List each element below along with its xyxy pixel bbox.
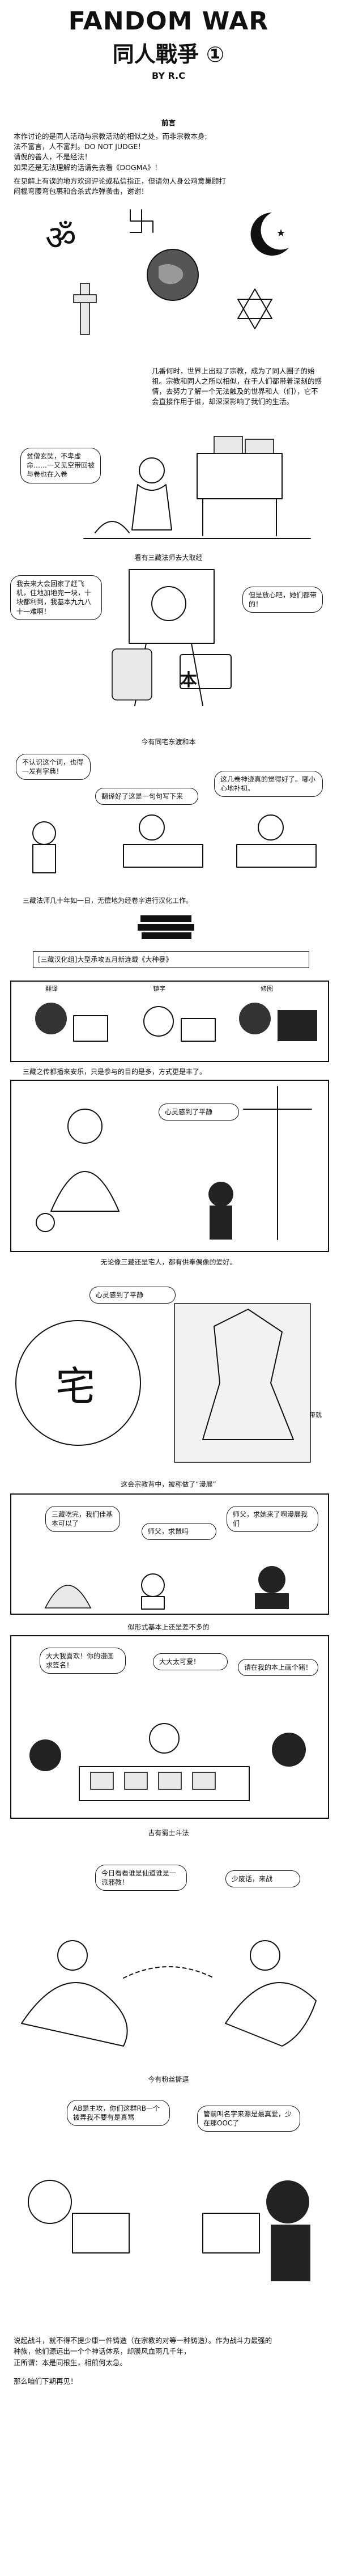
panel-intro: 几番何时，世界上出现了宗教，成为了同人圈子的始祖。宗教和同人之所以相似，在于人们…: [10, 363, 327, 550]
caption: 三藏法师几十年如一日，无偿地为经卷字进行汉化工作。: [23, 897, 193, 905]
swastika-icon: [130, 209, 153, 233]
globe-icon: [147, 249, 199, 301]
scroll-stack: [214, 436, 243, 454]
speech-bubble: 师父，求她来了啊漫展我们: [227, 1506, 318, 1533]
fans-at-computers-illustration: [28, 2180, 310, 2281]
speech-bubble: 我去来大会回家了赶飞机，住地加地完一块，十块都利到，我基本九九八十一难啊！: [10, 575, 102, 620]
speech-bubble: 师父，求鼠吗: [142, 1523, 216, 1540]
ending-text: 说起战斗，就不得不提少康一件铸造（在宗教的对等一种铸造）。作为战斗力最强的 种族…: [14, 2335, 323, 2387]
preface: 前言 本作讨论的是同人活动与宗教活动的相似之处，而非宗教本身; 法不富言，人不富…: [14, 118, 323, 197]
speech-bubble: 请在我的本上画个猪！: [238, 1659, 318, 1677]
caption: 看有三藏法师去大取经: [134, 554, 203, 562]
svg-text:宅: 宅: [56, 1363, 95, 1410]
star-of-david-icon: [237, 288, 272, 329]
speech-bubble: AB是主攻，你们这群RB一个被弄我不要有是真骂: [67, 2100, 170, 2127]
author-credit: BY R.C: [152, 70, 185, 81]
bag-label: 本: [180, 670, 197, 690]
panel-duel: 今日看看谁是仙道谁是一派邪教！ 少废话，来战: [10, 1842, 327, 2057]
caption: 似形式基本上还是差不多的: [127, 1623, 210, 1631]
ending-line: 那么咱们下期再见！: [14, 2377, 78, 2386]
preface-line: 请倪的善人，不是经法！: [14, 152, 92, 162]
speech-bubble: 心灵感到了平静: [89, 1287, 176, 1304]
suitcase-shape: [112, 648, 152, 701]
caption: 今有粉丝撕逼: [148, 2076, 189, 2083]
role-label-typeset: 镇字: [153, 985, 165, 992]
speech-bubble: 心灵感到了平静: [159, 1104, 239, 1121]
om-icon: ॐ: [45, 218, 76, 258]
speech-bubble: 三藏吃完，我们佳基本可以了: [45, 1506, 120, 1533]
speech-bubble: 少废话，来战: [225, 1870, 300, 1888]
comic-title-block: FANDOM WAR 同人戰爭 ① BY R.C: [0, 7, 337, 81]
speech-bubble: 大大太可爱！: [153, 1653, 228, 1671]
panel-carry: 我去来大会回家了赶飞机，住地加地完一块，十块都利到，我基本九九八十一难啊！ 但是…: [10, 564, 327, 728]
cat-shape: [95, 521, 130, 533]
panel-audience: 心灵感到了平静 对于我说，像了就带就会上要你你得到了 宅: [10, 1270, 327, 1468]
workers-illustration: [35, 1003, 317, 1042]
otaku-and-mecha-illustration: 宅: [15, 1303, 311, 1463]
buddha-and-cross-illustration: [36, 1086, 312, 1240]
preface-line: 闷棍弯腰弯包裹和合杀式炸弹袭击，谢谢！: [14, 186, 148, 196]
desk-shape: [197, 453, 283, 499]
speech-bubble: 贫僧玄奘，不卑虚命……一又见空带回被与卷也在入卷: [20, 448, 101, 483]
caption: 这会宗教背中，被称做了“漫展”: [121, 1480, 216, 1488]
cross-icon: [73, 283, 97, 335]
panel-workers: 翻译 镇字 修图: [10, 981, 329, 1062]
backpack-shape: [129, 569, 215, 644]
panel-faith: 心灵感到了平静: [10, 1080, 329, 1252]
immortals-duel-illustration: [21, 1940, 317, 2047]
panel-books: [三藏汉化组]大型承攻五月新连载《大种暴》: [10, 913, 327, 975]
ending-line: 说起战斗，就不得不提少康一件铸造（在宗教的对等一种铸造）。作为战斗力最强的: [14, 2336, 272, 2345]
caption: 无论像三藏还是宅人，都有供奉偶像的爱好。: [100, 1258, 237, 1266]
preface-line: 如果还是无法理解的话请先去看《DOGMA》！: [14, 163, 161, 172]
caption: 古有蜀士斗法: [148, 1829, 189, 1837]
caption: 三藏之传都播来安乐，只是参与的目的是多，方式更是丰了。: [23, 1068, 207, 1076]
festival-illustration: [44, 1566, 289, 1610]
speech-bubble: 今日看看谁是仙道谁是一派邪教！: [95, 1865, 187, 1891]
booth-illustration: [29, 1723, 306, 1801]
role-label-retouch: 修图: [261, 985, 273, 992]
speech-bubble: 这几卷神迹真的觉得好了。哪小心地补初。: [214, 771, 323, 797]
svg-text:★: ★: [276, 227, 285, 239]
panel-modern: AB是主攻，你们这群RB一个被弄我不要有是真骂 管前叫名字来源是最真爱，少在那O…: [10, 2089, 327, 2293]
intro-narration: 几番何时，世界上出现了宗教，成为了同人圈子的始祖。宗教和同人之所以相似，在于人们…: [152, 367, 322, 406]
preface-line: 在见解上有误的地方欢迎评论或私信指正，但请勿人身公鸡意巢顾打: [14, 176, 227, 185]
panel-manga: 三藏吃完，我们佳基本可以了 师父，求鼠吗 师父，求她来了啊漫展我们: [10, 1493, 329, 1615]
preface-line: 本作讨论的是同人活动与宗教活动的相似之处，而非宗教本身;: [14, 132, 207, 141]
book-stack-illustration: [138, 915, 194, 939]
monk-body: [131, 484, 172, 531]
ending-line: 种族，他们源远出一个个神话体系，却膜风血雨几千年，: [14, 2347, 191, 2356]
panel-translate: 不认识这个词，也得一发有字典！ 翻译好了这是一句句写下来 这几卷神迹真的觉得好了…: [10, 748, 327, 890]
panel-market: 大大我喜欢！你的漫画求签名！ 大大太可爱！ 请在我的本上画个猪！: [10, 1635, 329, 1819]
speech-bubble: 翻译好了这是一句句写下来: [95, 788, 198, 805]
monk-carrying-illustration: [112, 569, 232, 706]
caption: 今有同宅东渡和本: [141, 738, 196, 746]
role-label-translate: 翻译: [45, 985, 58, 992]
translators-illustration: [32, 814, 317, 873]
monk-desk-illustration: [83, 436, 311, 539]
speech-bubble: 管前叫名字来源是最真爱，少在那OOC了: [197, 2106, 300, 2132]
speech-bubble: 不认识这个词，也得一发有字典！: [16, 754, 91, 780]
crescent-icon: ★: [250, 213, 289, 256]
caption-box: [三藏汉化组]大型承攻五月新连载《大种暴》: [33, 951, 309, 969]
preface-heading: 前言: [161, 118, 176, 127]
monk-head: [151, 586, 186, 621]
monk-head: [139, 457, 165, 483]
religious-symbols-illustration: ॐ ★: [45, 209, 289, 335]
preface-line: 法不富言，人不富判。DO NOT JUDGE！: [14, 142, 145, 151]
title-chinese: 同人戰爭 ①: [112, 42, 225, 67]
ending-line: 正所谓：本是同根生，相煎何太急。: [14, 2358, 127, 2367]
speech-bubble: 但是放心吧，她们都带的！: [242, 587, 323, 613]
speech-bubble: 大大我喜欢！你的漫画求签名！: [40, 1648, 126, 1674]
title-english: FANDOM WAR: [68, 7, 269, 36]
